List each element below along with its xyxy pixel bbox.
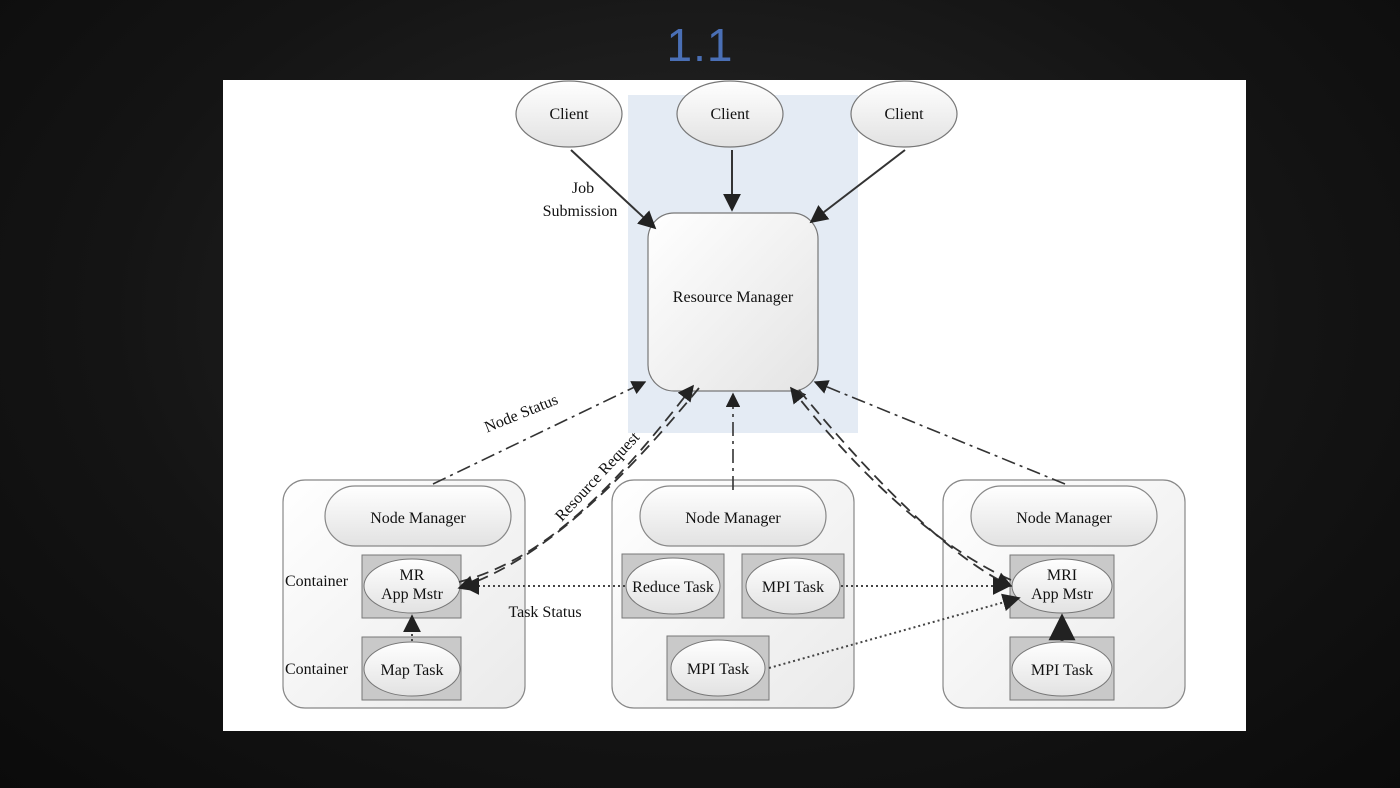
mpi-task: MPI Task <box>1009 636 1115 701</box>
diagram-panel: Client Client Client Resource Manager Jo… <box>223 80 1246 731</box>
mpi-task-label: MPI Task <box>687 661 749 678</box>
container-label: Container <box>285 661 349 678</box>
yarn-architecture-diagram: Client Client Client Resource Manager Jo… <box>282 80 1186 709</box>
resource-request-arrow <box>457 387 700 592</box>
node-status-arrow <box>813 380 1066 485</box>
container-label: Container <box>285 573 349 590</box>
app-master-line2: App Mstr <box>381 586 443 603</box>
node-manager-label: Node Manager <box>1016 510 1112 527</box>
job-label: Job <box>572 180 594 197</box>
submission-label: Submission <box>543 203 618 220</box>
resource-request-arrow <box>790 386 1012 581</box>
reduce-task-label: Reduce Task <box>632 579 714 596</box>
resource-manager-label: Resource Manager <box>673 289 794 306</box>
client-label: Client <box>710 106 750 123</box>
mri-app-master: MRI App Mstr <box>1009 554 1115 619</box>
mpi-task-label: MPI Task <box>1031 662 1093 679</box>
node-manager: Node Manager <box>639 485 827 547</box>
app-master-line1: MRI <box>1047 567 1077 584</box>
map-task-label: Map Task <box>380 662 443 679</box>
mr-app-master: MR App Mstr <box>361 554 462 619</box>
client-label: Client <box>884 106 924 123</box>
node-manager-label: Node Manager <box>370 510 466 527</box>
client-arrow <box>809 149 906 224</box>
app-master-line2: App Mstr <box>1031 586 1093 603</box>
node-manager: Node Manager <box>324 485 512 547</box>
slide-title: 1.1 <box>666 19 734 71</box>
node-status-arrow <box>432 381 647 485</box>
mpi-task: MPI Task <box>666 635 770 701</box>
resource-manager-node: Resource Manager <box>647 212 819 392</box>
client-node: Client <box>676 80 784 148</box>
client-node: Client <box>515 80 623 148</box>
node-manager-label: Node Manager <box>685 510 781 527</box>
task-status-arrow <box>768 593 1021 669</box>
client-label: Client <box>549 106 589 123</box>
mpi-task: MPI Task <box>741 553 845 619</box>
reduce-task: Reduce Task <box>621 553 725 619</box>
mpi-task-label: MPI Task <box>762 579 824 596</box>
node-status-label: Node Status <box>482 391 560 436</box>
job-submission-arrow <box>570 149 657 230</box>
client-node: Client <box>850 80 958 148</box>
map-task: Map Task <box>361 636 462 701</box>
app-master-line1: MR <box>400 567 425 584</box>
task-status-label: Task Status <box>508 604 581 621</box>
node-manager: Node Manager <box>970 485 1158 547</box>
resource-request-arrow <box>798 389 1013 588</box>
